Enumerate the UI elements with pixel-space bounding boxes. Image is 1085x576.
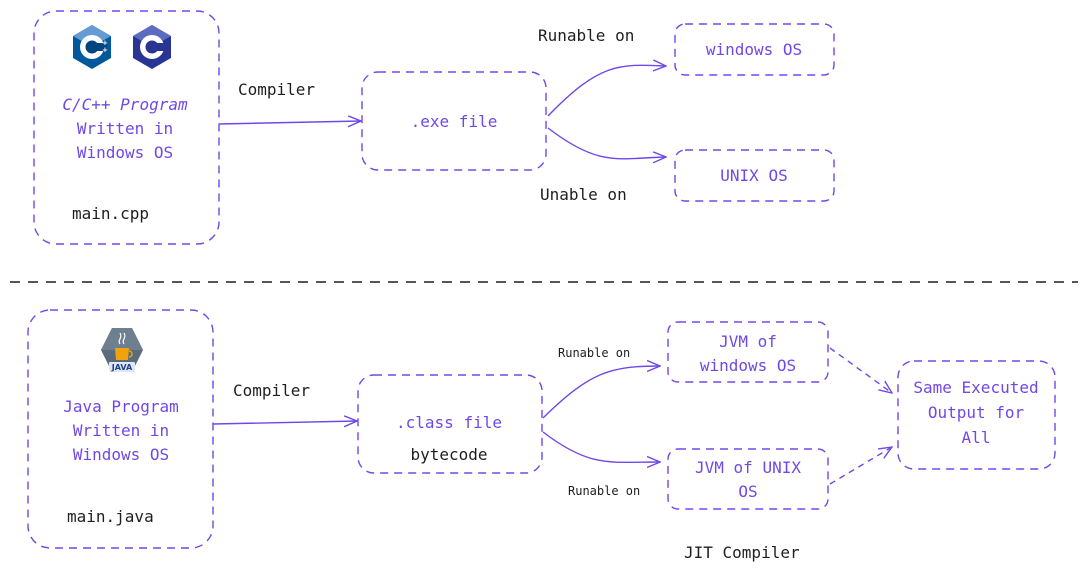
java-section: JAVA Java Program Written in Windows OS … (27, 309, 1056, 562)
cpp-logo-icon: + + (73, 25, 111, 69)
java-logo-icon: JAVA (101, 328, 143, 372)
svg-text:+: + (102, 39, 108, 47)
jvm-unix-line-2: OS (738, 482, 757, 501)
unix-os-label: UNIX OS (720, 166, 787, 185)
exe-to-unix-arrow (547, 127, 666, 159)
class-file-label: .class file (396, 413, 502, 432)
cpp-source-title-line-1: C/C++ Program (62, 95, 188, 114)
class-to-jvm-windows-arrow (542, 366, 660, 419)
java-source-title-line-3: Windows OS (73, 445, 169, 464)
jvm-unix-to-result-arrow (829, 447, 892, 485)
cpp-unable-label: Unable on (540, 185, 627, 204)
cpp-section: + + C/C++ Program Written in Windows OS … (33, 10, 835, 245)
jit-compiler-label: JIT Compiler (684, 543, 800, 562)
jvm-windows-line-1: JVM of (719, 332, 777, 351)
java-compiler-arrow (212, 421, 357, 424)
unix-os-box[interactable] (674, 149, 835, 202)
bytecode-label: bytecode (410, 445, 487, 464)
cpp-source-box[interactable] (33, 10, 220, 245)
exe-to-windows-arrow (547, 65, 666, 117)
java-logo-text: JAVA (111, 363, 133, 372)
class-to-jvm-unix-arrow (542, 431, 660, 462)
cpp-source-title-line-3: Windows OS (77, 143, 173, 162)
java-source-title-line-1: Java Program (63, 397, 179, 416)
jvm-windows-to-result-arrow (829, 347, 892, 393)
jvm-windows-line-2: windows OS (700, 356, 796, 375)
cpp-compiler-label: Compiler (238, 80, 315, 99)
cpp-source-filename: main.cpp (72, 204, 149, 223)
jvm-unix-box[interactable] (667, 448, 829, 510)
cpp-runable-label: Runable on (538, 26, 634, 45)
jvm-unix-line-1: JVM of UNIX (695, 458, 801, 477)
exe-file-label: .exe file (411, 112, 498, 131)
result-line-2: Output for (928, 403, 1025, 422)
windows-os-label: windows OS (706, 40, 802, 59)
java-runable-label-bottom: Runable on (568, 484, 640, 498)
java-source-title-line-2: Written in (73, 421, 169, 440)
java-source-filename: main.java (67, 507, 154, 526)
class-file-box[interactable] (357, 374, 543, 474)
c-logo-icon (133, 25, 171, 69)
cpp-compiler-arrow (218, 121, 361, 124)
exe-file-box[interactable] (361, 71, 547, 171)
windows-os-box[interactable] (674, 23, 835, 76)
jvm-windows-box[interactable] (667, 321, 829, 383)
svg-text:+: + (102, 46, 108, 54)
result-line-1: Same Executed (913, 378, 1038, 397)
java-runable-label-top: Runable on (558, 346, 630, 360)
result-line-3: All (962, 428, 991, 447)
java-compiler-label: Compiler (233, 381, 310, 400)
java-source-box[interactable] (27, 309, 214, 549)
result-box[interactable] (897, 360, 1056, 470)
cpp-source-title-line-2: Written in (77, 119, 173, 138)
